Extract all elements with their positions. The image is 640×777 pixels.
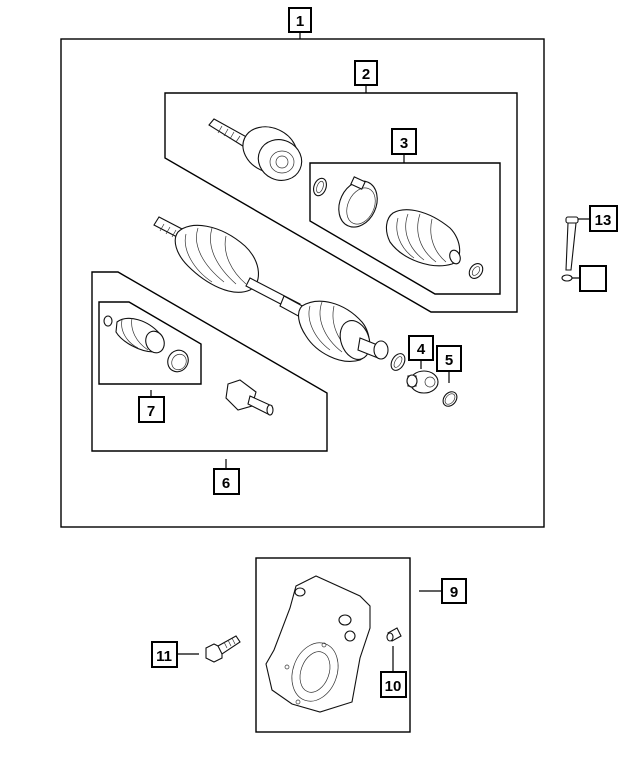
snap-ring-icon[interactable] bbox=[311, 176, 328, 197]
cv-boot-icon[interactable] bbox=[385, 209, 462, 267]
callout-1-text: 1 bbox=[296, 13, 304, 30]
support-bracket-icon[interactable] bbox=[265, 575, 371, 713]
inner-joint-housing-icon[interactable] bbox=[225, 379, 274, 416]
boot-clamp-large-icon[interactable] bbox=[332, 175, 385, 234]
callout-2[interactable]: 2 bbox=[354, 60, 378, 86]
callout-10-text: 10 bbox=[385, 678, 402, 695]
washer-icon[interactable] bbox=[561, 274, 573, 282]
outer-cv-joint-icon[interactable] bbox=[208, 118, 308, 187]
callout-12[interactable]: 13 bbox=[589, 205, 618, 232]
assembly-frame-7 bbox=[98, 301, 202, 385]
callout-4-text: 4 bbox=[417, 341, 426, 358]
callout-13[interactable] bbox=[579, 265, 607, 292]
bracket-frame bbox=[255, 557, 411, 733]
callout-11[interactable]: 11 bbox=[151, 641, 178, 668]
assembly-frame-6 bbox=[91, 271, 328, 452]
snap-ring-5-icon[interactable] bbox=[440, 389, 459, 409]
assembly-frame-2 bbox=[164, 92, 518, 313]
callout-7[interactable]: 7 bbox=[138, 396, 165, 423]
callout-3[interactable]: 3 bbox=[391, 128, 417, 155]
callout-6-text: 6 bbox=[222, 475, 230, 492]
inner-boot-kit-icon[interactable] bbox=[103, 315, 192, 376]
callout-9[interactable]: 9 bbox=[441, 578, 467, 604]
seal-ring-icon[interactable] bbox=[388, 351, 407, 373]
callout-5[interactable]: 5 bbox=[436, 345, 462, 372]
callout-1[interactable]: 1 bbox=[288, 7, 312, 33]
callout-12-text: 13 bbox=[595, 212, 612, 229]
callout-3-text: 3 bbox=[400, 135, 408, 152]
assembly-frame-1 bbox=[60, 38, 545, 528]
callout-2-text: 2 bbox=[362, 66, 370, 83]
callout-4[interactable]: 4 bbox=[408, 335, 434, 361]
dowel-pin-icon[interactable] bbox=[386, 627, 402, 642]
tripod-joint-icon[interactable] bbox=[406, 370, 439, 394]
callout-5-text: 5 bbox=[445, 352, 453, 369]
hex-bolt-icon[interactable] bbox=[205, 635, 241, 663]
boot-clamp-small-icon[interactable] bbox=[466, 261, 485, 281]
callout-9-text: 9 bbox=[450, 584, 458, 601]
callout-7-text: 7 bbox=[147, 403, 155, 420]
long-bolt-icon[interactable] bbox=[565, 216, 579, 271]
callout-11-text: 11 bbox=[156, 648, 172, 665]
callout-6[interactable]: 6 bbox=[213, 468, 240, 495]
drive-shaft-icon[interactable] bbox=[153, 216, 389, 364]
callout-10[interactable]: 10 bbox=[380, 671, 407, 698]
assembly-frame-3 bbox=[309, 162, 501, 295]
